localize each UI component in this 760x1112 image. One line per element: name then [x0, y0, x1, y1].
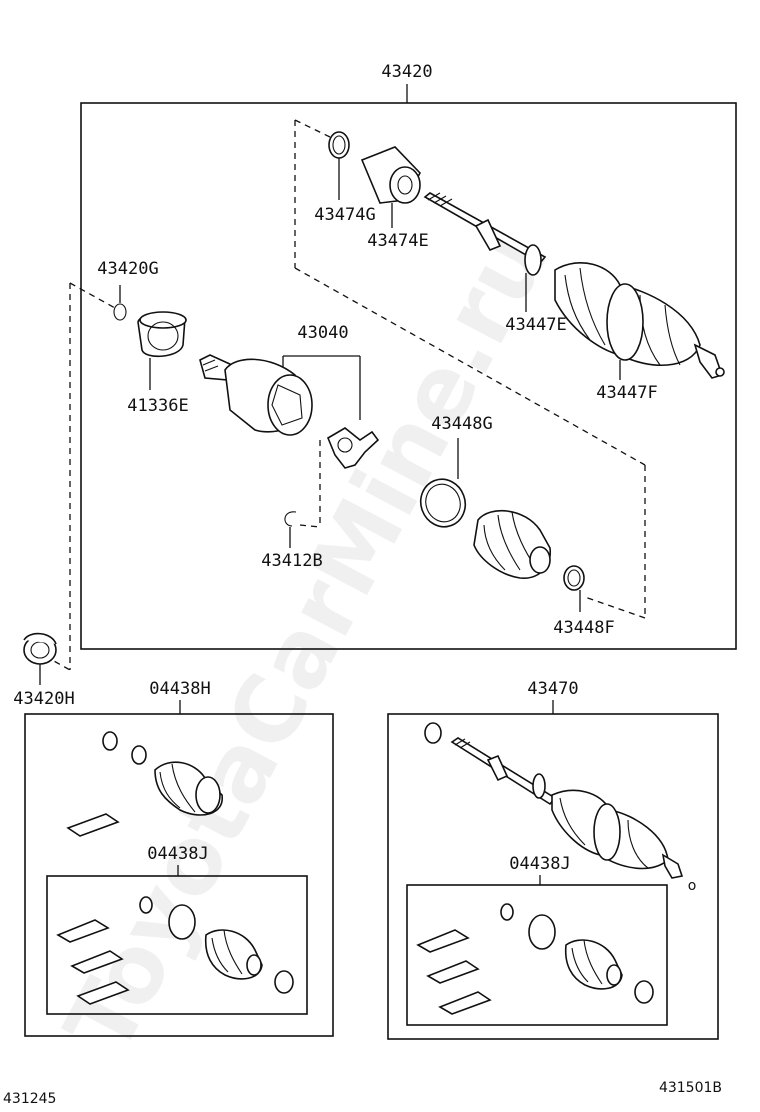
main-assembly-frame: [80, 102, 737, 650]
label-43447F[interactable]: 43447F: [596, 383, 657, 403]
grease-packet: [76, 981, 130, 1005]
part-drive-shaft: [423, 192, 725, 379]
label-04438J-right[interactable]: 04438J: [509, 854, 570, 874]
label-43448G[interactable]: 43448G: [431, 414, 492, 434]
boot-kit-left-group: 04438H 04438J: [24, 679, 334, 1037]
boot-kit-left-inner-boot: [204, 929, 263, 980]
grease-packet: [70, 950, 124, 974]
boot-kit-right-inner-frame: [406, 884, 668, 1026]
label-43470[interactable]: 43470: [527, 679, 578, 699]
grease-packet: [416, 929, 470, 953]
label-43447E[interactable]: 43447E: [505, 315, 566, 335]
part-43420H-seal: [23, 632, 57, 665]
grease-packet: [426, 960, 480, 984]
part-43040-housing: [199, 354, 313, 436]
part-43412B-ring: [284, 511, 297, 527]
part-43040-tripod: [326, 427, 380, 469]
grease-packet: [66, 813, 120, 837]
shaft-assembly-right-shaft: [450, 737, 684, 879]
label-43420[interactable]: 43420: [381, 62, 432, 82]
part-inner-boot: [473, 509, 551, 579]
boot-kit-left-outer-boot: [154, 761, 223, 816]
label-43040[interactable]: 43040: [297, 323, 348, 343]
footer-left-code: 431245: [3, 1091, 56, 1107]
label-43412B[interactable]: 43412B: [261, 551, 322, 571]
boot-kit-left-frame: [24, 713, 334, 1037]
label-43474E[interactable]: 43474E: [367, 231, 428, 251]
part-41336E-ring: [137, 311, 187, 358]
part-43448F-clamp: [563, 565, 585, 591]
shaft-assembly-right-frame: [387, 713, 719, 1040]
shaft-assembly-right-group: 43470 o 04438J: [387, 679, 719, 1040]
label-43420G[interactable]: 43420G: [97, 259, 158, 279]
label-41336E[interactable]: 41336E: [127, 396, 188, 416]
label-04438J-left[interactable]: 04438J: [147, 844, 208, 864]
boot-kit-left-inner-frame: [46, 875, 308, 1015]
small-o-mark: o: [688, 878, 697, 894]
boot-kit-right-inner-boot: [564, 939, 623, 990]
label-04438H[interactable]: 04438H: [149, 679, 210, 699]
part-43474E-damper: [360, 146, 421, 228]
part-43448G-clamp: [419, 478, 467, 528]
main-assembly-group: 43420 43474G 43474E: [44, 62, 737, 671]
label-43474G[interactable]: 43474G: [314, 205, 375, 225]
part-43420G-ring: [113, 303, 127, 321]
grease-packet: [438, 991, 492, 1015]
label-43448F[interactable]: 43448F: [553, 618, 614, 638]
label-43420H[interactable]: 43420H: [13, 689, 74, 709]
part-43474G-clamp: [328, 131, 350, 200]
grease-packet: [56, 919, 110, 943]
footer-right-code: 431501B: [659, 1080, 722, 1096]
